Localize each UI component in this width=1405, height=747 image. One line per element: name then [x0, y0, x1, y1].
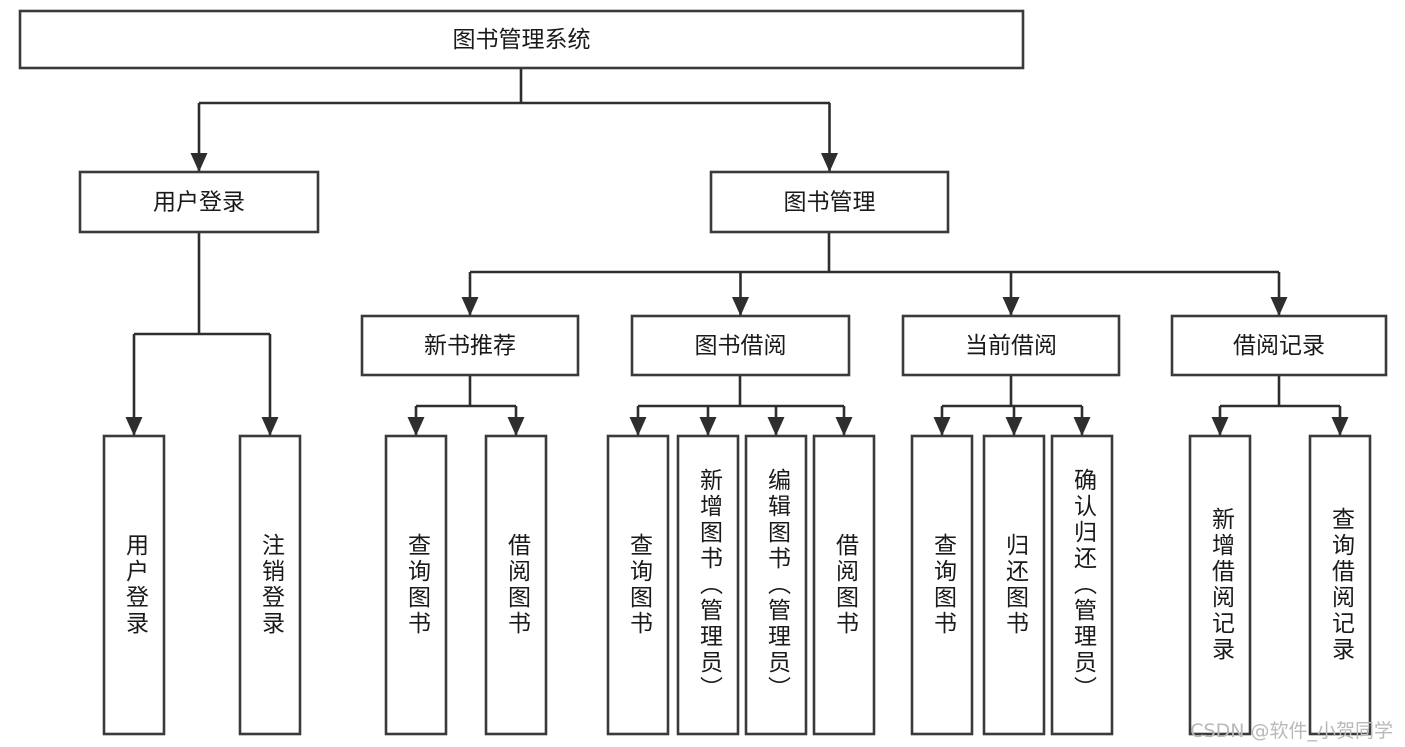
node-box-current-borrow[interactable]	[901, 314, 1121, 377]
csdn-watermark: CSDN @软件_小贺同学	[1190, 720, 1393, 742]
node-box-leaf-borrow-book-2[interactable]	[812, 434, 876, 736]
arrow-head-leaf-query-book-1	[407, 417, 425, 436]
node-box-leaf-confirm-return[interactable]	[1050, 434, 1114, 736]
arrow-head-leaf-confirm-return	[1073, 417, 1091, 436]
node-box-leaf-add-record[interactable]	[1188, 434, 1252, 736]
node-box-leaf-user-login[interactable]	[102, 434, 166, 736]
node-box-leaf-query-book-2[interactable]	[606, 434, 670, 736]
node-box-leaf-return-book[interactable]	[982, 434, 1046, 736]
node-box-leaf-query-book-3[interactable]	[910, 434, 974, 736]
connector-layer	[125, 68, 1349, 436]
arrow-head-user-login	[190, 153, 208, 172]
node-label-current-borrow: 当前借阅	[965, 333, 1057, 359]
arrow-head-leaf-user-login	[125, 417, 143, 436]
arrow-head-borrow-record	[1270, 297, 1288, 316]
arrow-head-leaf-add-book	[699, 417, 717, 436]
node-box-leaf-query-book-1[interactable]	[384, 434, 448, 736]
node-label-new-book-recommend: 新书推荐	[424, 333, 516, 359]
node-box-book-manage[interactable]	[709, 170, 950, 234]
arrow-head-leaf-edit-book	[767, 417, 785, 436]
arrow-head-leaf-query-book-2	[629, 417, 647, 436]
node-box-leaf-query-record[interactable]	[1308, 434, 1372, 736]
arrow-head-leaf-logout	[261, 417, 279, 436]
arrow-head-leaf-add-record	[1211, 417, 1229, 436]
arrow-head-book-borrow	[732, 297, 749, 316]
arrow-head-current-borrow	[1002, 297, 1020, 316]
node-box-borrow-record[interactable]	[1170, 314, 1388, 377]
node-box-user-login[interactable]	[78, 170, 320, 234]
node-box-root[interactable]	[18, 9, 1025, 70]
box-layer	[18, 9, 1388, 736]
node-box-leaf-edit-book[interactable]	[744, 434, 808, 736]
node-label-root: 图书管理系统	[453, 27, 591, 53]
arrow-head-leaf-query-record	[1331, 417, 1349, 436]
node-box-book-borrow[interactable]	[630, 314, 851, 377]
node-label-book-manage: 图书管理	[784, 190, 876, 216]
arrow-head-leaf-return-book	[1005, 417, 1023, 436]
node-box-new-book-recommend[interactable]	[360, 314, 580, 377]
arrow-head-book-manage	[821, 153, 838, 172]
arrow-head-new-book-recommend	[461, 297, 479, 316]
node-label-user-login: 用户登录	[153, 190, 245, 216]
node-box-leaf-add-book[interactable]	[676, 434, 740, 736]
arrow-head-leaf-borrow-book-2	[835, 417, 853, 436]
arrow-head-leaf-borrow-book-1	[507, 417, 525, 436]
node-label-borrow-record: 借阅记录	[1233, 333, 1325, 359]
node-label-book-borrow: 图书借阅	[695, 333, 787, 359]
node-box-leaf-borrow-book-1[interactable]	[484, 434, 548, 736]
node-box-leaf-logout[interactable]	[238, 434, 302, 736]
arrow-head-leaf-query-book-3	[933, 417, 951, 436]
